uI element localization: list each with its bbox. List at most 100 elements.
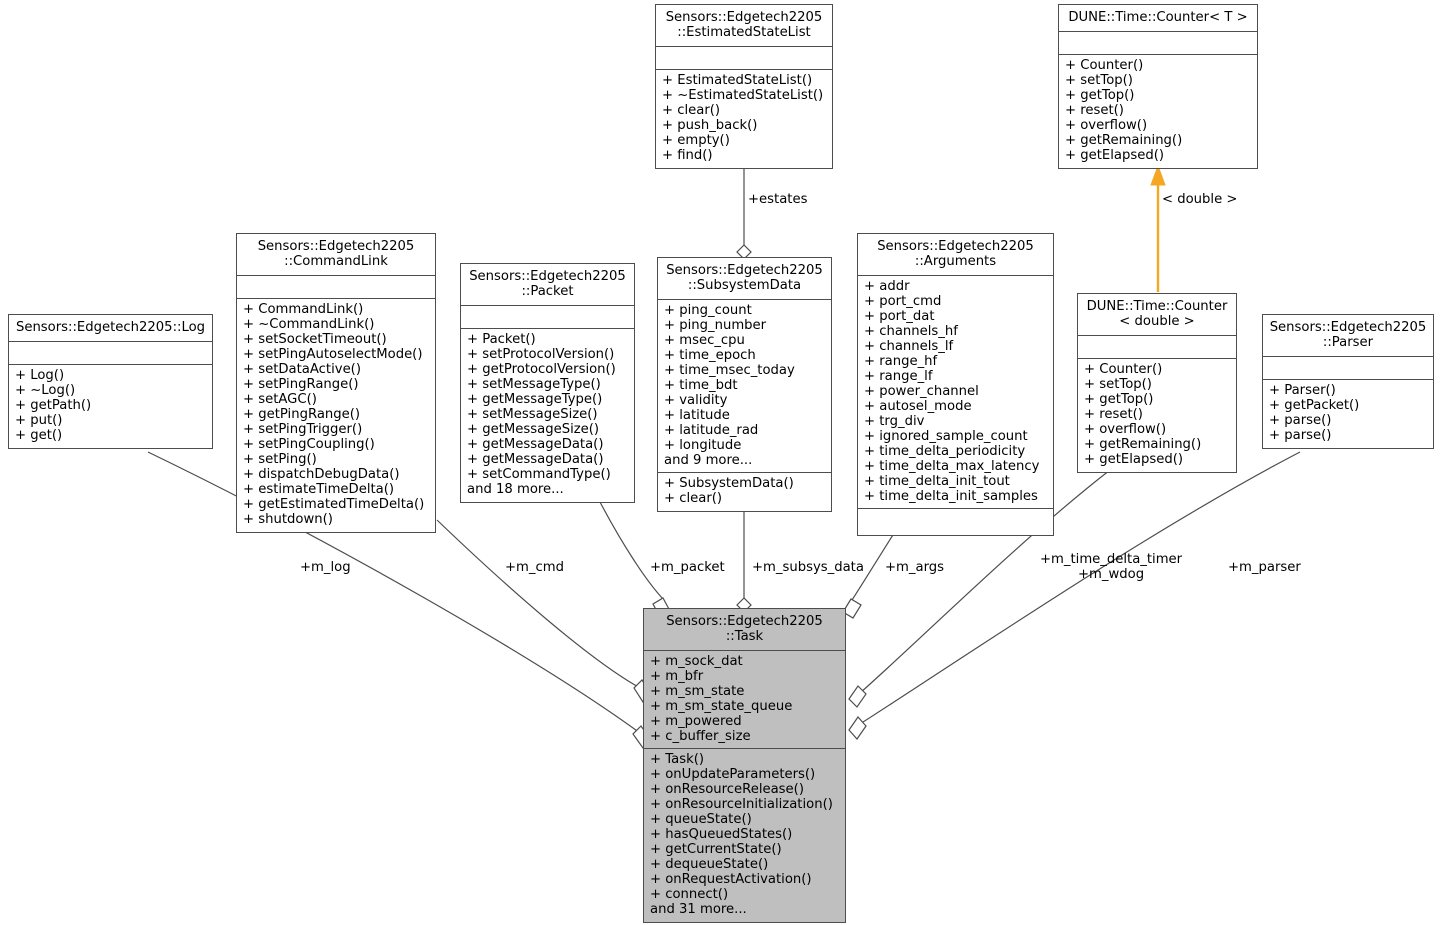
- class-operations: + SubsystemData() + clear(): [658, 473, 831, 511]
- class-box-counter-double[interactable]: DUNE::Time::Counter < double > + Counter…: [1077, 293, 1237, 473]
- class-title: Sensors::Edgetech2205 ::CommandLink: [237, 234, 435, 276]
- class-member: + Packet(): [467, 332, 536, 347]
- edge-label-estates: +estates: [748, 192, 808, 207]
- edge-label-m-packet: +m_packet: [650, 560, 725, 575]
- class-member: + Parser(): [1269, 383, 1336, 398]
- class-member: + shutdown(): [243, 512, 333, 527]
- class-member: + power_channel: [864, 384, 979, 399]
- edge-label-m-subsys-data: +m_subsys_data: [752, 560, 864, 575]
- edge-label-m-cmd: +m_cmd: [505, 560, 564, 575]
- class-member: + autosel_mode: [864, 399, 972, 414]
- class-member: + queueState(): [650, 812, 752, 827]
- class-member: + getRemaining(): [1084, 437, 1202, 452]
- class-attributes: [1078, 336, 1236, 359]
- class-operations: [858, 509, 1053, 535]
- class-attributes: [9, 342, 212, 365]
- class-member: + getPingRange(): [243, 407, 361, 422]
- class-member: + setPingTrigger(): [243, 422, 363, 437]
- class-member: + clear(): [664, 491, 723, 506]
- class-member: + onUpdateParameters(): [650, 767, 816, 782]
- class-member: + time_delta_periodicity: [864, 444, 1026, 459]
- class-member: + setTop(): [1065, 73, 1133, 88]
- class-member: + connect(): [650, 887, 729, 902]
- class-operations: + Packet() + setProtocolVersion() + getP…: [461, 329, 634, 502]
- class-member: + port_cmd: [864, 294, 942, 309]
- class-operations: + Parser() + getPacket() + parse() + par…: [1263, 380, 1433, 448]
- class-operations: + Log() + ~Log() + getPath() + put() + g…: [9, 365, 212, 448]
- edge-m-cmd: [436, 519, 652, 703]
- class-box-parser[interactable]: Sensors::Edgetech2205 ::Parser + Parser(…: [1262, 314, 1434, 449]
- class-box-commandlink[interactable]: Sensors::Edgetech2205 ::CommandLink + Co…: [236, 233, 436, 533]
- class-member: + time_msec_today: [664, 363, 795, 378]
- class-operations: + Task() + onUpdateParameters() + onReso…: [644, 749, 845, 922]
- class-member: + CommandLink(): [243, 302, 364, 317]
- edge-label-m-time-delta-timer: +m_time_delta_timer +m_wdog: [1040, 552, 1183, 582]
- class-member: + Counter(): [1084, 362, 1163, 377]
- class-title: Sensors::Edgetech2205 ::SubsystemData: [658, 258, 831, 300]
- class-member: + getElapsed(): [1065, 148, 1164, 163]
- class-title: DUNE::Time::Counter< T >: [1059, 5, 1257, 32]
- class-member: + time_delta_init_tout: [864, 474, 1010, 489]
- class-member: + getMessageData(): [467, 437, 604, 452]
- class-title: Sensors::Edgetech2205 ::EstimatedStateLi…: [656, 5, 832, 47]
- class-member: + find(): [662, 148, 713, 163]
- class-box-log[interactable]: Sensors::Edgetech2205::Log + Log() + ~Lo…: [8, 314, 213, 449]
- class-operations: + Counter() + setTop() + getTop() + rese…: [1059, 55, 1257, 168]
- class-member: + range_lf: [864, 369, 933, 384]
- class-operations: + EstimatedStateList() + ~EstimatedState…: [656, 70, 832, 168]
- class-title: DUNE::Time::Counter < double >: [1078, 294, 1236, 336]
- class-member: + m_sock_dat: [650, 654, 743, 669]
- class-member: + empty(): [662, 133, 730, 148]
- class-member: + dequeueState(): [650, 857, 769, 872]
- edge-label-m-parser: +m_parser: [1228, 560, 1301, 575]
- class-member: + setMessageSize(): [467, 407, 598, 422]
- class-attributes: [237, 276, 435, 299]
- class-member: + latitude_rad: [664, 423, 759, 438]
- class-box-task[interactable]: Sensors::Edgetech2205 ::Task + m_sock_da…: [643, 608, 846, 923]
- class-member: + onResourceRelease(): [650, 782, 804, 797]
- class-member: + ~Log(): [15, 383, 76, 398]
- class-member: + EstimatedStateList(): [662, 73, 813, 88]
- class-member: + m_sm_state_queue: [650, 699, 793, 714]
- class-member: + get(): [15, 428, 63, 443]
- class-member: + overflow(): [1084, 422, 1167, 437]
- class-member: + port_dat: [864, 309, 935, 324]
- class-member: + dispatchDebugData(): [243, 467, 400, 482]
- class-member: + addr: [864, 279, 910, 294]
- class-member: + getTop(): [1065, 88, 1135, 103]
- class-title: Sensors::Edgetech2205 ::Packet: [461, 264, 634, 306]
- class-member: + setTop(): [1084, 377, 1152, 392]
- class-member: + getEstimatedTimeDelta(): [243, 497, 425, 512]
- class-box-subsystemdata[interactable]: Sensors::Edgetech2205 ::SubsystemData + …: [657, 257, 832, 512]
- class-member: + ~EstimatedStateList(): [662, 88, 824, 103]
- class-member: + getMessageData(): [467, 452, 604, 467]
- class-member: + setPingAutoselectMode(): [243, 347, 423, 362]
- class-member: + setProtocolVersion(): [467, 347, 615, 362]
- class-box-arguments[interactable]: Sensors::Edgetech2205 ::Arguments + addr…: [857, 233, 1054, 536]
- class-member: + estimateTimeDelta(): [243, 482, 395, 497]
- class-member: + getCurrentState(): [650, 842, 782, 857]
- class-member: + SubsystemData(): [664, 476, 794, 491]
- class-member: + range_hf: [864, 354, 938, 369]
- edge-label-m-log: +m_log: [300, 560, 351, 575]
- class-member: + time_epoch: [664, 348, 756, 363]
- class-member: and 9 more...: [664, 453, 753, 468]
- class-member: + parse(): [1269, 413, 1332, 428]
- class-member: and 31 more...: [650, 902, 747, 917]
- class-member: + m_sm_state: [650, 684, 745, 699]
- edge-m-subsys-data: [736, 505, 752, 613]
- class-member: + setPingRange(): [243, 377, 359, 392]
- class-member: + push_back(): [662, 118, 758, 133]
- class-box-estimatedstatelist[interactable]: Sensors::Edgetech2205 ::EstimatedStateLi…: [655, 4, 833, 169]
- class-member: + put(): [15, 413, 63, 428]
- class-title: Sensors::Edgetech2205::Log: [9, 315, 212, 342]
- edge-template-double: [1150, 164, 1166, 292]
- class-box-packet[interactable]: Sensors::Edgetech2205 ::Packet + Packet(…: [460, 263, 635, 503]
- class-member: + channels_hf: [864, 324, 958, 339]
- class-member: + getRemaining(): [1065, 133, 1183, 148]
- class-member: + Counter(): [1065, 58, 1144, 73]
- edge-label-m-args: +m_args: [885, 560, 945, 575]
- class-member: + getMessageSize(): [467, 422, 600, 437]
- class-member: + setPingCoupling(): [243, 437, 375, 452]
- class-box-counter-t[interactable]: DUNE::Time::Counter< T > + Counter() + s…: [1058, 4, 1258, 169]
